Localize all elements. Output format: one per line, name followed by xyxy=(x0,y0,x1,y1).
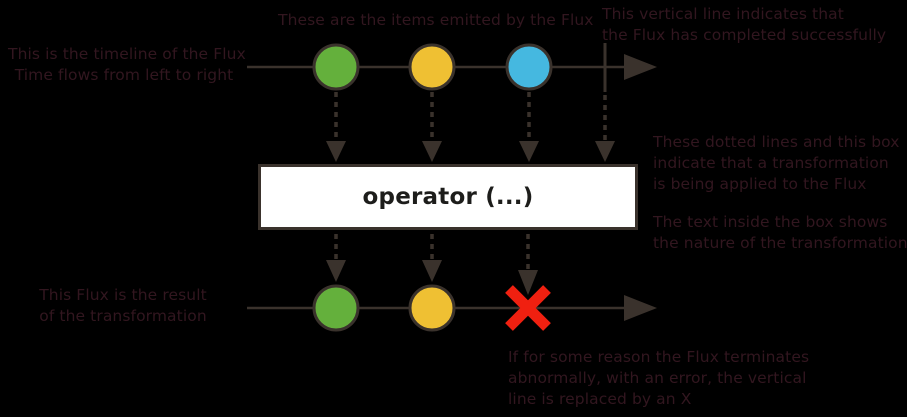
connector-complete-into-operator xyxy=(595,95,615,162)
annotation-box-text-meaning: The text inside the box shows the nature… xyxy=(653,213,907,252)
annotation-timeline-top: This is the timeline of the Flux Time fl… xyxy=(8,45,246,84)
annotation-completion-line: This vertical line indicates that the Fl… xyxy=(602,5,887,44)
source-marble-blue xyxy=(505,43,553,91)
source-timeline-arrowhead xyxy=(624,54,657,80)
connector-operator-to-error xyxy=(518,234,538,295)
annotation-items-emitted: These are the items emitted by the Flux xyxy=(278,11,594,29)
source-marble-green xyxy=(312,43,360,91)
annotation-result-flux: This Flux is the result of the transform… xyxy=(39,286,207,325)
source-marble-yellow xyxy=(408,43,456,91)
operator-label: operator (...) xyxy=(362,184,534,210)
result-marble-yellow xyxy=(408,284,456,332)
connector-operator-to-yellow xyxy=(422,234,442,282)
connector-green-into-operator xyxy=(326,92,346,162)
result-timeline-arrowhead xyxy=(624,295,657,321)
result-marble-green xyxy=(312,284,360,332)
connector-operator-to-green xyxy=(326,234,346,282)
connector-yellow-into-operator xyxy=(422,92,442,162)
error-x-icon xyxy=(505,285,551,331)
annotation-error-x: If for some reason the Flux terminates a… xyxy=(508,348,810,408)
connector-blue-into-operator xyxy=(519,92,539,162)
annotation-transformation: These dotted lines and this box indicate… xyxy=(653,133,900,193)
operator-box: operator (...) xyxy=(258,164,638,230)
